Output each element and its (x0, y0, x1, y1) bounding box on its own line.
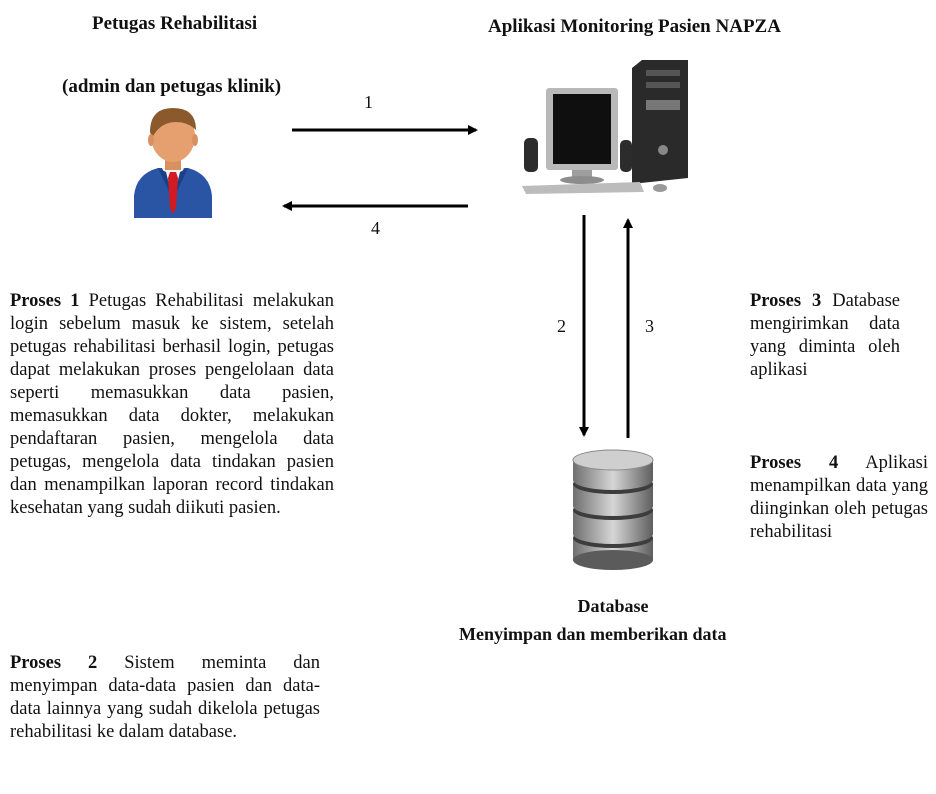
computer-icon (522, 60, 688, 194)
database-subtitle: Menyimpan dan memberikan data (459, 624, 727, 644)
tower-power-button (658, 145, 668, 155)
db-top (572, 449, 654, 471)
process-3-label: Proses 3 (750, 291, 822, 311)
process-2-label: Proses 2 (10, 653, 98, 673)
process-2-text: Sistem meminta dan menyimpan data-data p… (10, 653, 320, 742)
tower-panel (646, 100, 680, 110)
db-disk-2-bottom (573, 496, 653, 516)
process-1-label: Proses 1 (10, 291, 80, 311)
hair-shape (150, 108, 196, 138)
actor-title: Petugas Rehabilitasi (92, 13, 258, 34)
process-1: Proses 1 Petugas Rehabilitasi melakukan … (10, 290, 334, 520)
mouse-shape (653, 184, 667, 192)
monitor-screen (553, 94, 611, 164)
process-2: Proses 2 Sistem meminta dan menyimpan da… (10, 652, 320, 744)
person-icon (134, 108, 212, 218)
process-4: Proses 4 Aplikasi menampilkan data yang … (750, 452, 928, 544)
speaker-left (524, 138, 538, 172)
speaker-right (620, 140, 632, 172)
application-title: Aplikasi Monitoring Pasien NAPZA (488, 16, 781, 37)
ear-left (148, 134, 154, 146)
process-3-text: Database mengirimkan data yang diminta o… (750, 291, 900, 380)
arrow-2-label: 2 (557, 316, 566, 336)
keyboard-shape (522, 182, 644, 194)
db-bottom (573, 550, 653, 570)
process-1-text: Petugas Rehabilitasi melakukan login seb… (10, 291, 334, 518)
process-4-label: Proses 4 (750, 453, 839, 473)
monitor-neck (572, 170, 592, 178)
monitor-base (560, 176, 604, 184)
tower-drive-2 (646, 82, 680, 88)
tower-shape (632, 60, 688, 184)
arrow-1-label: 1 (364, 92, 373, 112)
db-disk-1-bottom (573, 470, 653, 490)
tie-shape (168, 172, 178, 214)
ear-right (192, 134, 198, 146)
arrow-4-label: 4 (371, 218, 380, 238)
tower-drive-1 (646, 70, 680, 76)
process-3: Proses 3 Database mengirimkan data yang … (750, 290, 900, 382)
process-4-text: Aplikasi menampilkan data yang diinginka… (750, 453, 928, 542)
arrow-3-label: 3 (645, 316, 654, 336)
database-title: Database (577, 596, 649, 616)
database-icon (572, 449, 654, 570)
db-disk-3-bottom (573, 524, 653, 544)
actor-subtitle: (admin dan petugas klinik) (62, 76, 282, 97)
